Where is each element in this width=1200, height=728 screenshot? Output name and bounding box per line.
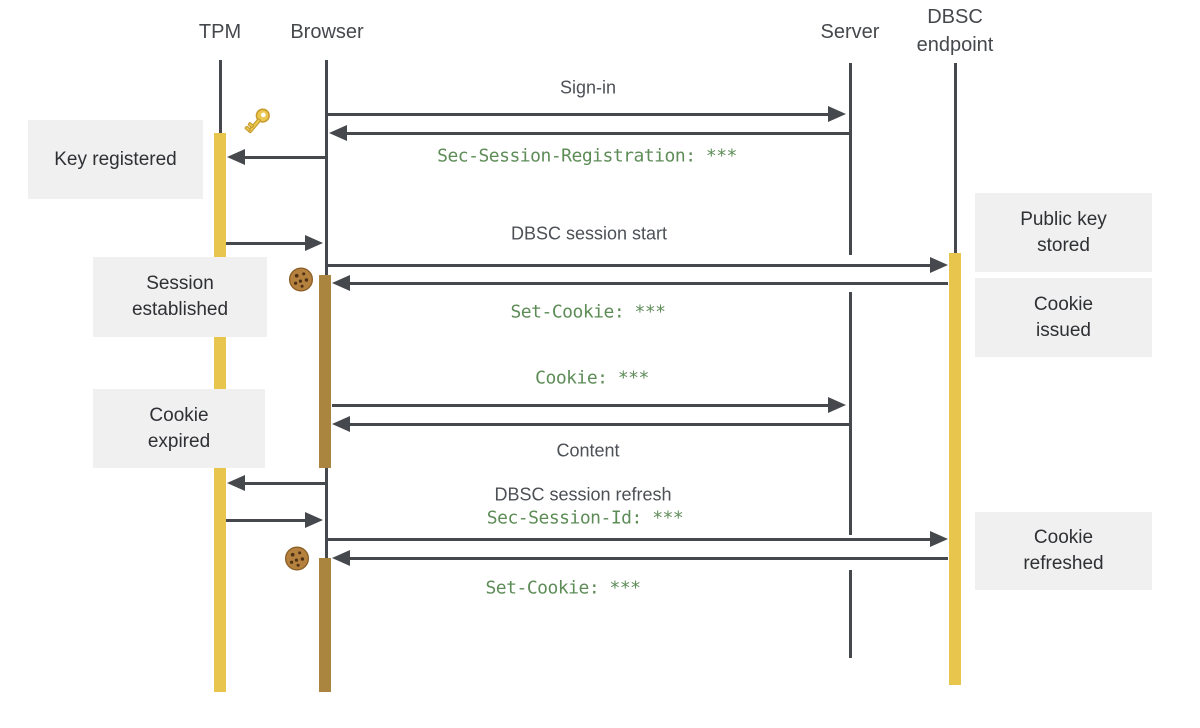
lifeline-server [848, 292, 852, 535]
actor-label-line: TPM [198, 21, 242, 43]
arrowhead [930, 531, 948, 547]
arrowhead [305, 235, 323, 251]
arrowhead [828, 106, 846, 122]
note-cookie-refreshed: Cookie refreshed [975, 512, 1152, 590]
note-line: Cookie [149, 404, 209, 426]
arrow-browser-to-dbsc-endpoint [328, 263, 933, 267]
arrowhead [332, 550, 350, 566]
arrow-browser-to-tpm [242, 155, 325, 159]
arrow-server-to-browser [347, 422, 849, 426]
lifeline-server [848, 63, 852, 255]
message-label: Set-Cookie: *** [485, 577, 641, 599]
lifeline-dbsc-endpoint [953, 63, 957, 253]
arrow-browser-to-server [332, 403, 831, 407]
actor-label-dbsc-endpoint: DBSC endpoint [917, 3, 994, 59]
lifeline-tpm [218, 60, 222, 134]
actor-label-line: DBSC [927, 6, 983, 28]
arrow-dbsc-endpoint-to-browser [347, 556, 948, 560]
note-cookie-issued: Cookie issued [975, 278, 1152, 357]
note-session-established: Session established [93, 257, 267, 337]
message-label: Set-Cookie: *** [510, 301, 666, 323]
message-label: Sign-in [559, 77, 617, 98]
arrow-browser-to-dbsc-endpoint [328, 537, 933, 541]
cookie-icon [284, 546, 310, 577]
note-line: expired [147, 430, 211, 452]
note-line: refreshed [1023, 553, 1104, 574]
cookie-icon [288, 267, 314, 298]
arrow-server-to-browser [344, 131, 849, 135]
note-cookie-expired: Cookie expired [93, 389, 265, 468]
note-line: Session [146, 273, 214, 294]
arrow-tpm-to-browser [226, 518, 308, 522]
activation-bar-browser [319, 275, 331, 468]
note-line: stored [1037, 234, 1090, 256]
note-line: Key registered [54, 148, 177, 170]
arrow-tpm-to-browser [226, 241, 308, 245]
key-icon [239, 105, 275, 146]
note-line: issued [1036, 319, 1091, 341]
actor-label-line: endpoint [916, 34, 994, 56]
actor-label-server: Server [821, 18, 880, 46]
actor-label-browser: Browser [290, 18, 363, 46]
arrowhead [227, 149, 245, 165]
lifeline-server [848, 570, 852, 658]
message-label: Sec-Session-Registration: *** [437, 145, 737, 167]
arrowhead [828, 397, 846, 413]
message-label: DBSC session refresh [494, 484, 672, 505]
note-line: established [131, 299, 229, 320]
arrowhead [332, 416, 350, 432]
activation-bar-browser [319, 558, 331, 692]
arrowhead [332, 275, 350, 291]
arrowhead [227, 475, 245, 491]
arrowhead [930, 257, 948, 273]
message-label: Content [556, 440, 620, 461]
message-label: DBSC session start [510, 223, 668, 244]
activation-bar-dbsc-endpoint [949, 253, 961, 685]
arrow-browser-to-server [328, 112, 831, 116]
actor-label-line: Browser [290, 21, 364, 43]
message-label: Cookie: *** [535, 367, 649, 389]
note-line: Cookie [1033, 527, 1094, 548]
arrow-dbsc-endpoint-to-browser [347, 281, 948, 285]
note-line: Cookie [1033, 293, 1094, 315]
arrowhead [305, 512, 323, 528]
arrowhead [329, 125, 347, 141]
arrow-browser-to-tpm [242, 481, 325, 485]
note-public-key-stored: Public key stored [975, 193, 1152, 272]
note-line: Public key [1020, 208, 1107, 230]
actor-label-line: Server [820, 21, 880, 43]
note-key-registered: Key registered [28, 120, 203, 199]
message-label: Sec-Session-Id: *** [486, 507, 684, 529]
actor-label-tpm: TPM [199, 18, 241, 46]
